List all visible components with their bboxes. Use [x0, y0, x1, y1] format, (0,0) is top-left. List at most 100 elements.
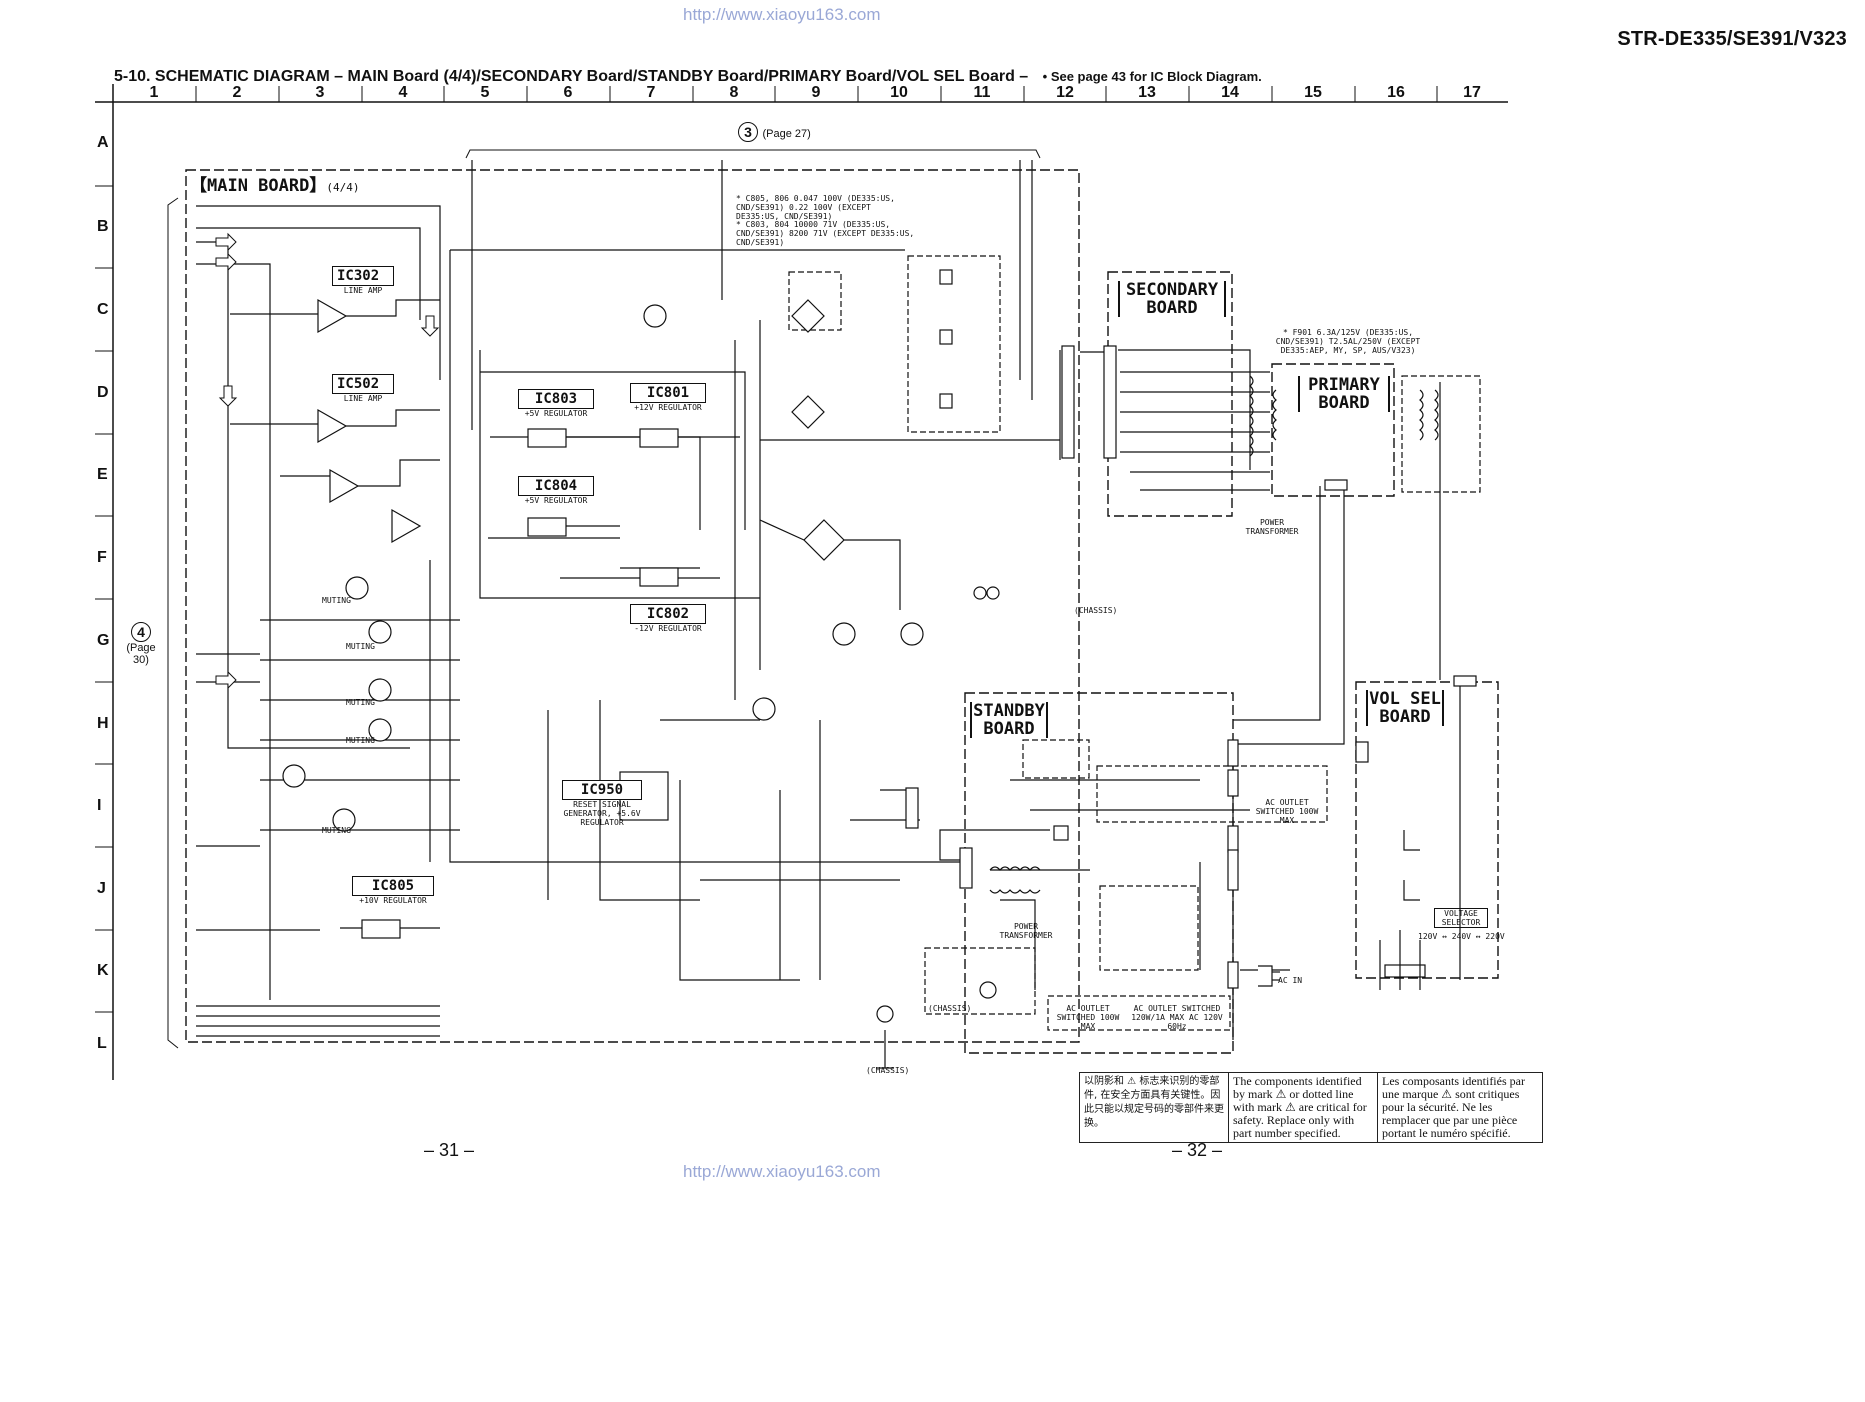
safety-note-table: 以阴影和 ⚠ 标志来识别的零部件, 在安全方面具有关键性。因此只能以规定号码的零… — [1079, 1072, 1543, 1143]
ic805-function: +10V REGULATOR — [359, 896, 427, 905]
ic803-function: +5V REGULATOR — [524, 409, 588, 418]
column-number: 1 — [149, 84, 159, 101]
t902-transformer-label: POWER TRANSFORMER — [999, 922, 1053, 940]
column-ruler: 1 2 3 4 5 6 7 8 9 10 11 12 13 14 15 16 1… — [113, 84, 1508, 104]
column-number: 7 — [646, 84, 656, 101]
ic302-function: LINE AMP — [343, 286, 383, 295]
chassis-label-g203: (CHASSIS) — [866, 1066, 910, 1075]
source-url-bottom[interactable]: http://www.xiaoyu163.com — [683, 1162, 881, 1181]
column-number: 13 — [1138, 84, 1156, 101]
page-number-right: – 32 – — [1172, 1140, 1223, 1160]
muting-label-q864: MUTING — [346, 736, 375, 745]
ic950-block: IC950 RESET SIGNAL GENERATOR, +5.6V REGU… — [562, 780, 642, 827]
chassis-label-g900: (CHASSIS) — [928, 1004, 972, 1013]
c805-note: * C805, 806 0.047 100V (DE335:US, CND/SE… — [736, 194, 895, 221]
primary-board-label: PRIMARY BOARD — [1298, 376, 1390, 412]
ic950-function: RESET SIGNAL GENERATOR, +5.6V REGULATOR — [563, 800, 641, 827]
ic302-label: IC302 — [332, 266, 394, 286]
primary-board-line2: BOARD — [1318, 393, 1370, 413]
ic804-label: IC804 — [518, 476, 594, 496]
muting-label-q863: MUTING — [346, 698, 375, 707]
ref-marker-4-page: (Page 30) — [126, 642, 156, 666]
column-number: 8 — [729, 84, 739, 101]
main-board-title: 【MAIN BOARD】 — [190, 176, 327, 196]
column-number: 12 — [1056, 84, 1074, 101]
volsel-board-line2: BOARD — [1379, 707, 1431, 727]
ic801-label: IC801 — [630, 383, 706, 403]
row-letter: A — [97, 134, 109, 151]
muting-label-q861: MUTING — [322, 596, 351, 605]
ic950-label: IC950 — [562, 780, 642, 800]
ac-outlet-120w-label: AC OUTLET SWITCHED 120W/1A MAX AC 120V 6… — [1131, 1004, 1223, 1031]
primary-board-line1: PRIMARY — [1308, 375, 1380, 395]
c803-note: * C803, 804 10000 71V (DE335:US, CND/SE3… — [736, 220, 915, 247]
row-letter: F — [97, 549, 107, 566]
ic801-function: +12V REGULATOR — [634, 403, 702, 412]
ac-outlet-100w-label: AC OUTLET SWITCHED 100W MAX — [1255, 798, 1319, 825]
column-number: 5 — [480, 84, 490, 101]
ic803-label: IC803 — [518, 389, 594, 409]
voltage-selector-label: VOLTAGE SELECTOR — [1434, 908, 1488, 928]
row-letter: H — [97, 715, 109, 732]
ac-in-label: AC IN — [1278, 976, 1303, 985]
row-letter: I — [97, 797, 102, 814]
secondary-board-label: SECONDARY BOARD — [1118, 281, 1226, 317]
ic502-function: LINE AMP — [343, 394, 383, 403]
ic805-label: IC805 — [352, 876, 434, 896]
muting-label-q862: MUTING — [346, 642, 375, 651]
ref-marker-4: 4 (Page 30) — [118, 622, 164, 666]
safety-note-cn: 以阴影和 ⚠ 标志来识别的零部件, 在安全方面具有关键性。因此只能以规定号码的零… — [1079, 1072, 1229, 1143]
ref-marker-3-page: (Page 27) — [762, 128, 811, 140]
volsel-board-line1: VOL SEL — [1369, 689, 1441, 709]
ref-marker-3-number: 3 — [738, 122, 758, 142]
standby-board-line2: BOARD — [983, 719, 1035, 739]
main-board-suffix: (4/4) — [326, 181, 360, 194]
ac-outlet-100w-label-2: AC OUTLET SWITCHED 100W MAX — [1056, 1004, 1120, 1031]
ic302-block: IC302 LINE AMP — [332, 266, 394, 295]
standby-board-line1: STANDBY — [973, 701, 1045, 721]
t901-transformer-label: POWER TRANSFORMER — [1245, 518, 1299, 536]
column-number: 10 — [890, 84, 908, 101]
safety-note-en: The components identified by mark ⚠ or d… — [1228, 1072, 1378, 1143]
ic804-function: +5V REGULATOR — [524, 496, 588, 505]
ic803-block: IC803 +5V REGULATOR — [518, 389, 594, 418]
row-letter: K — [97, 962, 109, 979]
column-number: 2 — [232, 84, 242, 101]
safety-note-fr: Les composants identifiés par une marque… — [1377, 1072, 1543, 1143]
secondary-board-line2: BOARD — [1146, 298, 1198, 318]
row-letter: D — [97, 384, 109, 401]
ic805-block: IC805 +10V REGULATOR — [352, 876, 434, 905]
row-letter: B — [97, 218, 109, 235]
diagram-title: 5-10. SCHEMATIC DIAGRAM – MAIN Board (4/… — [114, 68, 1262, 86]
muting-label-q866: MUTING — [322, 826, 351, 835]
standby-board-label: STANDBY BOARD — [970, 702, 1048, 738]
volsel-board-label: VOL SEL BOARD — [1366, 690, 1444, 726]
column-number: 4 — [398, 84, 408, 101]
row-letter: L — [97, 1035, 107, 1052]
ref-marker-3: 3 (Page 27) — [738, 122, 811, 142]
ic502-label: IC502 — [332, 374, 394, 394]
column-number: 11 — [973, 84, 991, 101]
voltage-selector-values: 120V ↔ 240V ↔ 220V — [1418, 932, 1505, 941]
column-number: 17 — [1463, 84, 1481, 101]
ic802-function: -12V REGULATOR — [634, 624, 702, 633]
chassis-label-g202: (CHASSIS) — [1074, 606, 1118, 615]
column-number: 9 — [811, 84, 821, 101]
source-url-top[interactable]: http://www.xiaoyu163.com — [683, 5, 881, 24]
ref-marker-4-number: 4 — [131, 622, 151, 642]
diagram-title-note: • See page 43 for IC Block Diagram. — [1042, 69, 1262, 84]
ic801-block: IC801 +12V REGULATOR — [630, 383, 706, 412]
secondary-board-line1: SECONDARY — [1125, 280, 1219, 300]
f901-note: * F901 6.3A/125V (DE335:US, CND/SE391) T… — [1275, 328, 1421, 355]
page-number-left: – 31 – — [424, 1140, 475, 1160]
ic802-label: IC802 — [630, 604, 706, 624]
column-number: 14 — [1221, 84, 1239, 101]
column-number: 6 — [563, 84, 573, 101]
row-letter: G — [97, 632, 110, 649]
row-letter: E — [97, 466, 108, 483]
ic804-block: IC804 +5V REGULATOR — [518, 476, 594, 505]
diagram-title-text: 5-10. SCHEMATIC DIAGRAM – MAIN Board (4/… — [114, 68, 1029, 85]
model-number: STR-DE335/SE391/V323 — [1617, 28, 1847, 50]
column-number: 3 — [315, 84, 325, 101]
